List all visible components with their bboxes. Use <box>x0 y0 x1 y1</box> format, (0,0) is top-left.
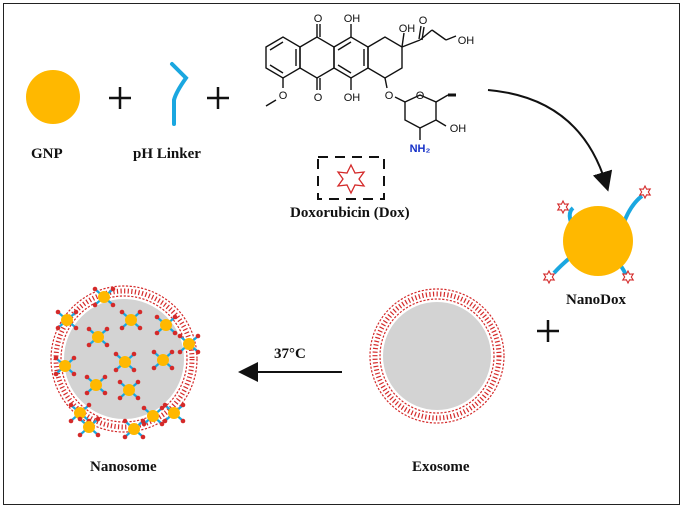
plus-sign-1 <box>109 87 131 109</box>
dox-star-icon <box>336 163 366 195</box>
atom-o-ketone: O <box>419 15 428 27</box>
exosome-vesicle <box>369 288 505 424</box>
atom-o-bottom-left: O <box>314 92 323 104</box>
ph-linker <box>170 62 189 126</box>
doxorubicin-label: Doxorubicin (Dox) <box>290 205 410 221</box>
nanodox-label: NanoDox <box>566 292 627 308</box>
gnp-label: GNP <box>31 146 63 162</box>
atom-o-ring: O <box>416 90 425 102</box>
atom-oh-bottom-center: OH <box>344 92 361 104</box>
curved-arrow-to-nanodox <box>487 89 613 192</box>
nanosome-label: Nanosome <box>90 459 157 475</box>
gnp-particle <box>26 70 80 124</box>
atom-o-top-left: O <box>314 13 323 25</box>
temperature-label: 37°C <box>274 346 306 362</box>
plus-sign-3 <box>537 320 559 342</box>
atom-o-methoxy: O <box>279 90 288 102</box>
plus-sign-2 <box>207 87 229 109</box>
dox-atom-labels: O OH OH O OH O O OH O O OH NH₂ <box>279 13 475 155</box>
atom-nh2: NH₂ <box>410 143 431 155</box>
dox-icon-box <box>317 156 385 200</box>
nanodox-particle <box>543 185 651 284</box>
doxorubicin-structure <box>265 24 457 140</box>
figure-border <box>3 3 680 505</box>
atom-oh-top-right: OH <box>399 23 416 35</box>
exosome-label: Exosome <box>412 459 470 475</box>
atom-o-glycoside: O <box>385 90 394 102</box>
ph-linker-label: pH Linker <box>133 146 201 162</box>
atom-oh-sugar: OH <box>450 123 467 135</box>
atom-oh-terminal: OH <box>458 35 475 47</box>
atom-oh-top-center: OH <box>344 13 361 25</box>
